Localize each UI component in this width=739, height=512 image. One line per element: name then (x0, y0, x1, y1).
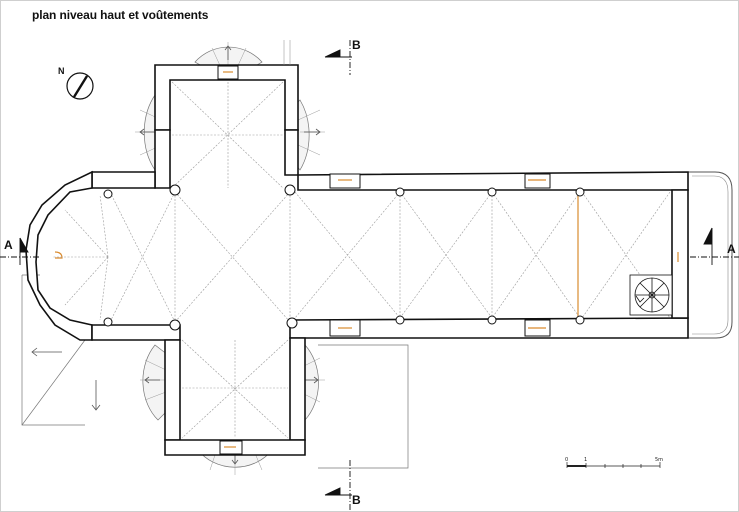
spiral-stair (629, 274, 673, 316)
scale-label-one: 1 (584, 457, 587, 463)
compass-needle-icon (72, 75, 89, 98)
porch-inner (692, 175, 729, 335)
section-label-a-left: A (4, 238, 13, 252)
north-arrow: N (58, 66, 94, 100)
walls (25, 64, 689, 456)
lower-roof (21, 274, 409, 469)
section-label-b-bottom: B (352, 493, 361, 507)
section-label-b-top: B (352, 38, 361, 52)
scale-bar: 0 1 5m (565, 457, 663, 468)
wall-openings (217, 65, 551, 455)
accent-lines (54, 71, 679, 448)
section-a-marks (0, 227, 739, 265)
scale-label-end: 5m (655, 457, 663, 463)
north-label: N (58, 66, 65, 76)
section-label-a-right: A (727, 242, 736, 256)
page-title: plan niveau haut et voûtements (32, 8, 209, 22)
vault-ribs (52, 81, 671, 439)
scale-label-start: 0 (565, 457, 568, 463)
piers (103, 184, 585, 331)
section-b-marks (283, 40, 352, 512)
porch-outline (688, 171, 733, 339)
fan-south-left (142, 344, 169, 421)
